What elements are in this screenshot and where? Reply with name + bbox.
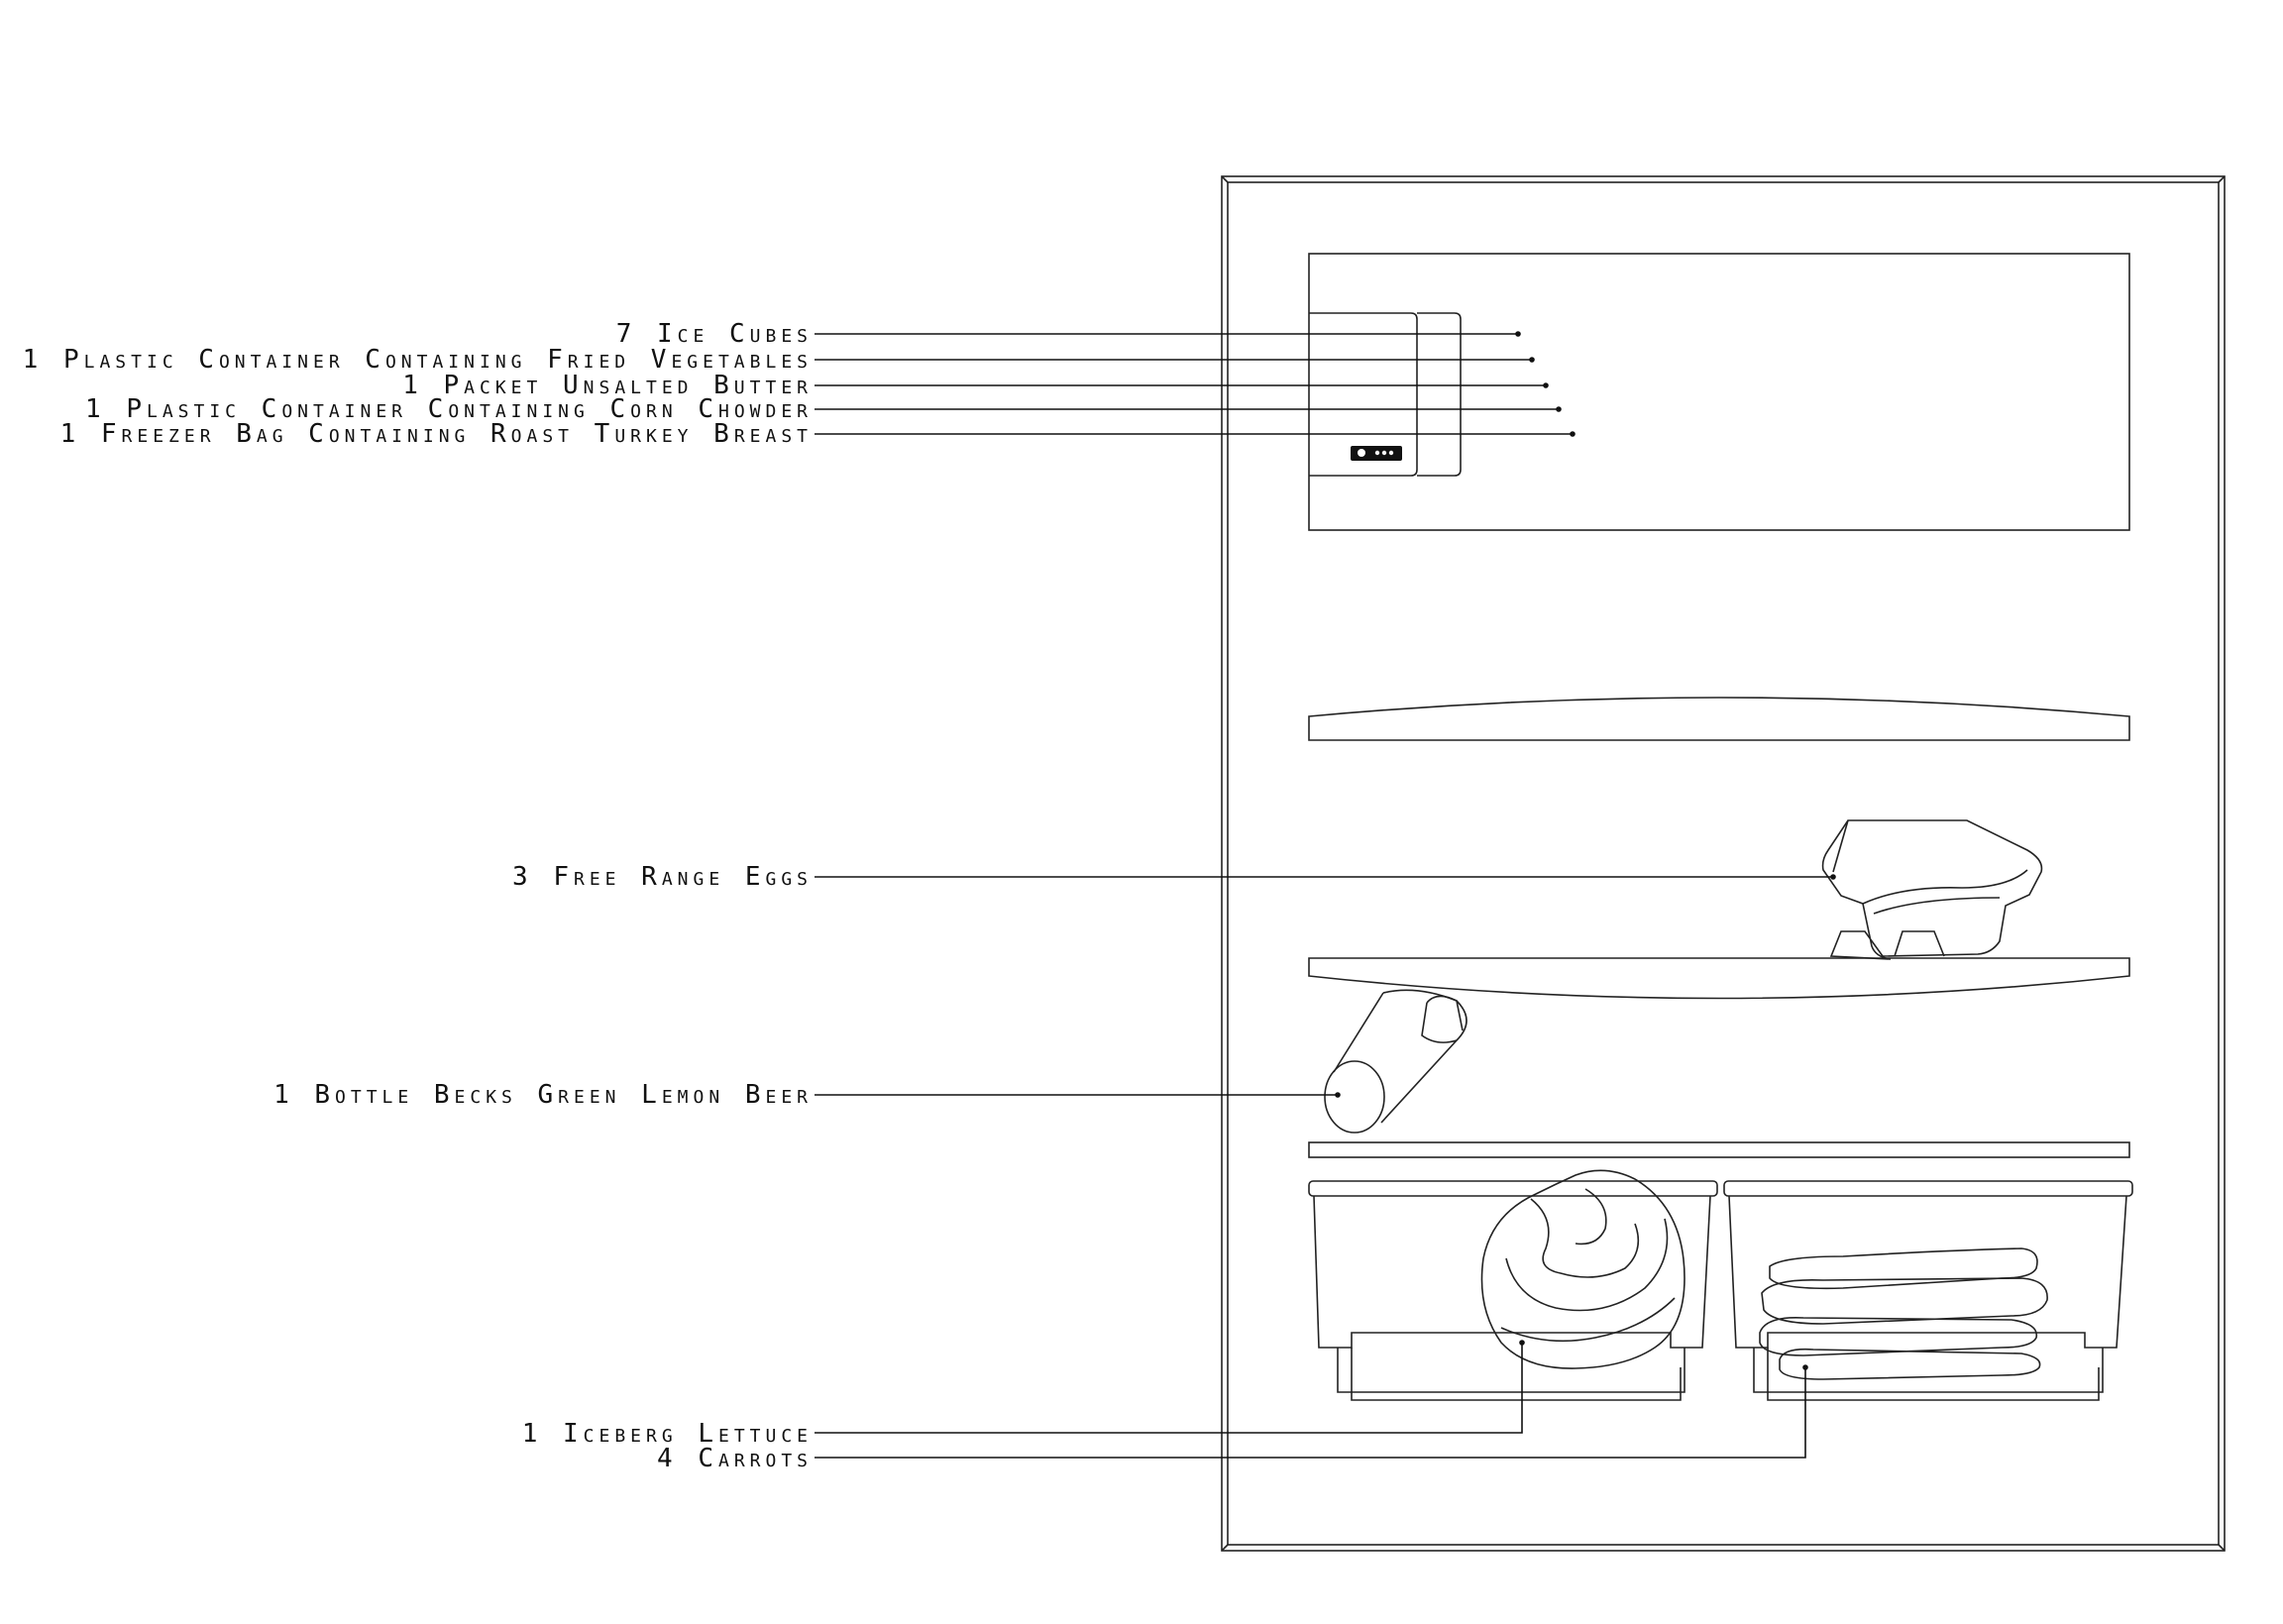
freezer-drawer <box>1309 312 1418 477</box>
fridge-inner-frame <box>1227 181 2220 1546</box>
carrots <box>1759 1247 2048 1380</box>
label-turkey-breast: 1 Freezer Bag Containing Roast Turkey Br… <box>60 419 813 449</box>
lettuce <box>1480 1169 1685 1369</box>
thermostat-icon <box>1351 446 1402 461</box>
leader-lines <box>815 331 1836 1459</box>
fridge <box>1221 175 2226 1552</box>
beer-bottle <box>1324 989 1468 1134</box>
crisper-drawer-left <box>1308 1180 1718 1401</box>
freezer-box <box>1308 253 2130 531</box>
crisper-drawer-right <box>1723 1180 2133 1401</box>
label-fried-vegetables: 1 Plastic Container Containing Fried Veg… <box>23 345 813 375</box>
item-labels: 7 Ice Cubes 1 Plastic Container Containi… <box>23 319 813 1473</box>
fridge-outer-frame <box>1221 175 2226 1552</box>
label-lettuce: 1 Iceberg Lettuce <box>522 1419 813 1449</box>
freezer-compartment <box>1308 253 2130 531</box>
label-beer: 1 Bottle Becks Green Lemon Beer <box>273 1080 813 1110</box>
label-corn-chowder: 1 Plastic Container Containing Corn Chow… <box>85 394 813 424</box>
label-ice-cubes: 7 Ice Cubes <box>616 319 813 349</box>
leader-carrots <box>815 1367 1806 1459</box>
middle-shelf <box>1308 957 2130 1000</box>
bottom-shelf <box>1308 1141 2130 1158</box>
label-carrots: 4 Carrots <box>657 1444 813 1473</box>
label-eggs: 3 Free Range Eggs <box>512 862 813 892</box>
egg-carton <box>1821 819 2043 960</box>
freezer-drawer-front <box>1417 312 1462 477</box>
leader-lettuce <box>815 1343 1523 1434</box>
label-unsalted-butter: 1 Packet Unsalted Butter <box>402 371 813 400</box>
top-shelf <box>1308 697 2130 741</box>
